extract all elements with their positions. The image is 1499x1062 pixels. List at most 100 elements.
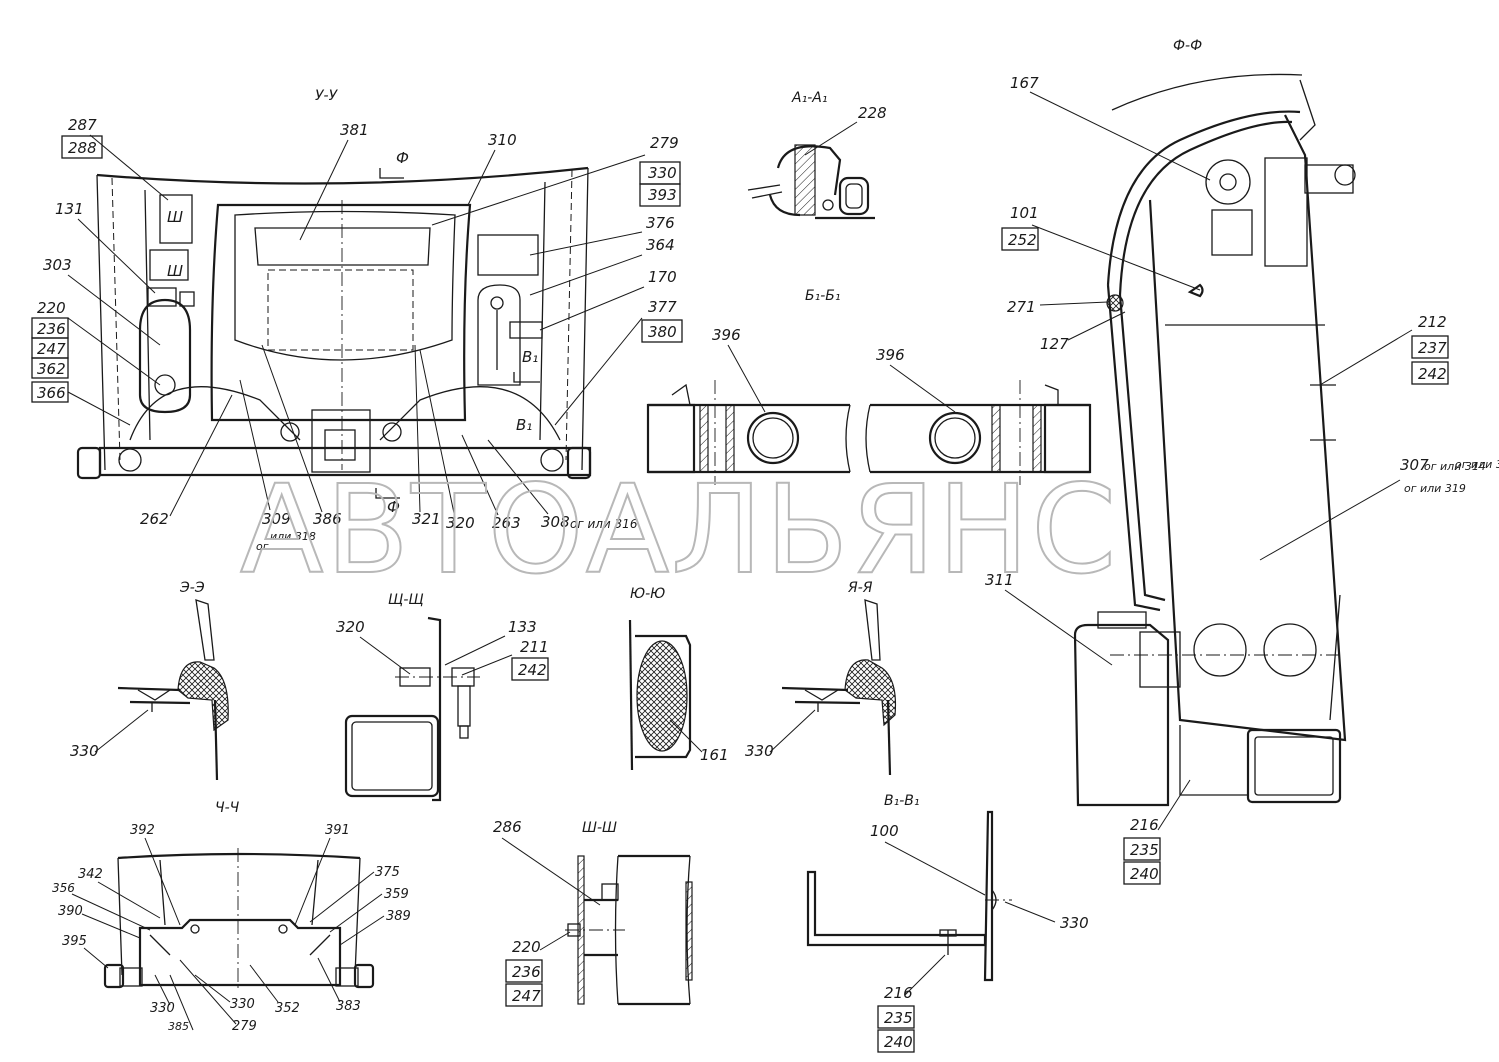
callout-label: 216 [884,984,913,1002]
callout-label: 309 [262,510,291,528]
callout-label: 386 [313,510,342,528]
callout-label: 286 [493,818,522,836]
callout-label: 393 [648,186,677,204]
marker-sh-2: Ш [167,262,183,280]
callout-label: 310 [488,131,517,149]
callout-label: 237 [1418,339,1447,357]
callout-label: 220 [37,299,66,317]
callout-label: 330 [70,742,99,760]
callout-label: 381 [340,121,369,139]
view-chch: Ч-Ч 392 391 342 356 390 395 375 359 389 … [52,800,411,1034]
section-title-yaya: Я-Я [847,580,873,596]
view-yuyu: Ю-Ю 161 [628,586,729,771]
view-yaya: Я-Я 330 [745,580,897,776]
view-v1: В₁-В₁ 100 330 216 235 240 [806,793,1089,1053]
callout-label: 377 [648,298,677,316]
section-title-shsh: Ш-Ш [582,820,617,836]
callout-label: 287 [68,116,97,134]
callout-label: 376 [646,214,675,232]
callout-label: 352 [275,1001,300,1016]
callout-label: 262 [140,510,169,528]
callout-label: 242 [1418,365,1447,383]
callout-label: 359 [384,887,409,902]
callout-label: 320 [336,618,365,636]
view-uu: У-У Ф Ш [76,88,592,516]
callout-label: 392 [130,823,155,838]
callout-label: 236 [512,963,541,981]
callout-label: 320 [446,514,475,532]
callout-label: 362 [37,360,66,378]
callout-label: 100 [870,822,899,840]
callout-label: ог или 315 [1455,458,1499,471]
marker-v1-a: В₁ [522,348,538,366]
callout-label: 356 [52,881,75,895]
callout-label: ог или 314 [1424,460,1486,473]
callout-label: 228 [858,104,887,122]
callout-label: 216 [1130,816,1159,834]
callout-label: 236 [37,320,66,338]
callout-label: 167 [1010,74,1039,92]
view-shsh: Ш-Ш 286 220 236 247 [493,818,693,1007]
view-a1: А₁-А₁ 228 [747,90,887,220]
callout-label: 342 [78,867,103,882]
callout-label: 390 [58,904,83,919]
section-title-shch: Щ-Щ [388,592,424,608]
callout-label: 252 [1008,231,1037,249]
view-ff: Ф-Ф 167 101 252 271 127 [985,38,1499,885]
callout-label: 330 [745,742,774,760]
callout-label: 311 [985,571,1014,589]
callout-label: или 318 [270,530,316,543]
callout-label: 391 [325,823,350,838]
callout-label: 383 [336,999,361,1014]
callout-label: 308 [541,513,570,531]
callout-label: 161 [700,746,729,764]
callout-label: 235 [1130,841,1159,859]
callout-label: 212 [1418,313,1447,331]
callout-label: 396 [876,346,905,364]
callout-label: 303 [43,256,72,274]
callout-label: ог или 319 [1404,482,1466,495]
callout-label: 307 [1400,456,1429,474]
section-title-ee: Э-Э [179,580,205,596]
roof-curve [96,166,589,185]
marker-f-bottom: Ф [387,498,400,516]
callout-label: 170 [648,268,677,286]
callout-label: 330 [1060,914,1089,932]
callout-label: 279 [650,134,679,152]
callout-label: 131 [55,200,84,218]
marker-v1-b: В₁ [516,416,532,434]
callout-label: 366 [37,384,66,402]
marker-sh-1: Ш [167,208,183,226]
callout-label: 211 [520,638,549,656]
callout-label: 101 [1010,204,1039,222]
section-title-v1: В₁-В₁ [884,793,920,809]
callout-label: 220 [512,938,541,956]
callout-label: 375 [375,865,400,880]
callouts-uu: 287 288 131 303 220 236 247 362 366 381 … [31,116,683,553]
callout-label: 235 [884,1009,913,1027]
callout-label: 321 [412,510,441,528]
marker-f-top: Ф [396,149,409,167]
callout-label: 364 [646,236,675,254]
callout-label: 380 [648,323,677,341]
callout-label: 330 [230,997,255,1012]
callout-label: 395 [62,934,87,949]
callout-label: 396 [712,326,741,344]
view-ee: Э-Э 330 [70,580,229,781]
callout-label: 330 [648,164,677,182]
section-title-ff: Ф-Ф [1173,38,1202,54]
callout-label: 330 [150,1001,175,1016]
callout-label: 271 [1007,298,1036,316]
section-title-yuyu: Ю-Ю [630,586,665,602]
view-b1: Б₁-Б₁ 396 396 [646,288,1092,485]
callout-label: 240 [884,1033,913,1051]
section-title-uu: У-У [315,88,339,104]
callout-label: 240 [1130,865,1159,883]
callout-label: 242 [518,661,547,679]
callout-label: 247 [37,340,66,358]
section-title-a1: А₁-А₁ [791,90,827,106]
section-title-b1: Б₁-Б₁ [805,288,841,304]
callout-label: ог [256,540,269,553]
watermark-text: АВТОАЛЬЯНС [240,459,1118,601]
